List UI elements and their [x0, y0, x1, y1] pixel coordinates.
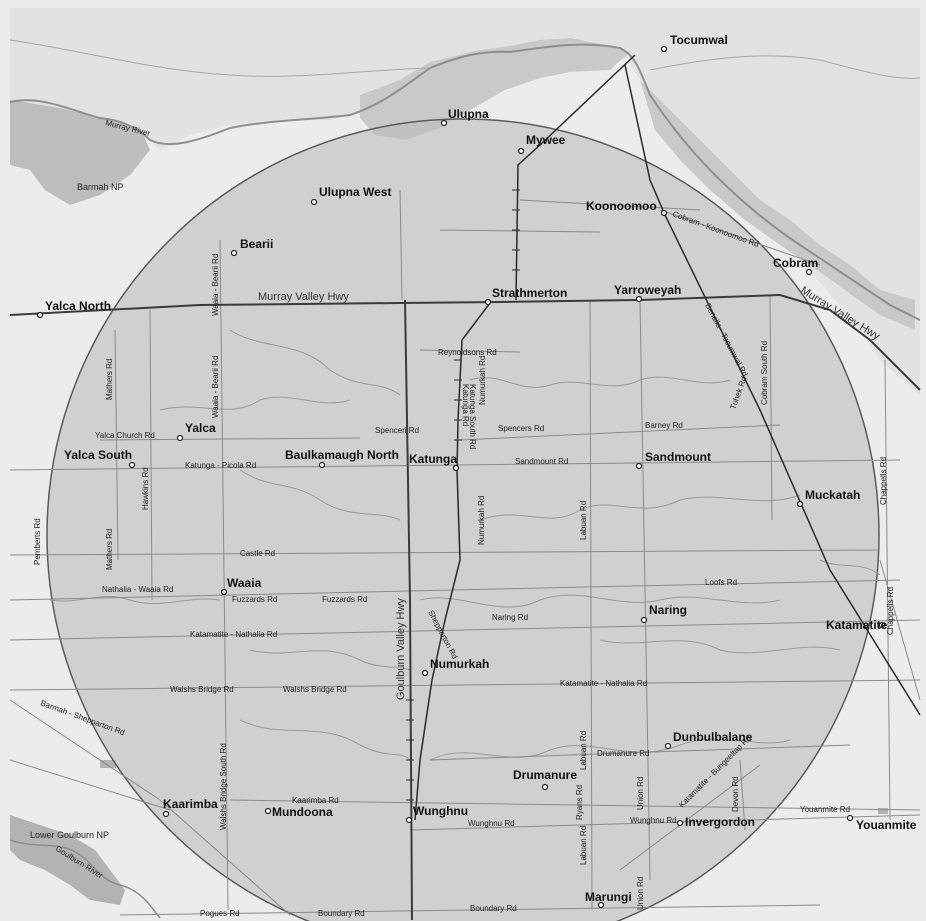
road-label: Spencers Rd [498, 424, 544, 433]
town-label: Yalca South [64, 448, 132, 462]
road-label: Katamatite - Nathalia Rd [560, 679, 647, 688]
park-label: Barmah NP [77, 182, 124, 192]
town-label: Yalca North [45, 299, 111, 313]
town-label: Mundoona [272, 805, 333, 819]
cobram-forest [640, 80, 915, 330]
murray-river [9, 43, 921, 321]
town-label: Drumanure [513, 768, 577, 782]
road-label: Pogues Rd [200, 909, 240, 918]
forest-patch [878, 808, 888, 814]
road-label: Union Rd [636, 877, 645, 910]
road-label: Devon Rd [731, 776, 740, 812]
river-branch [9, 39, 431, 77]
town-label: Naring [649, 603, 687, 617]
road-label: Chappells Rd [886, 587, 895, 635]
town-label: Invergordon [685, 815, 755, 829]
rail-ticks [406, 189, 520, 801]
road-label: Youanmite Rd [800, 805, 850, 814]
town-label: Ulupna [448, 107, 489, 121]
town-label: Marungi [585, 890, 632, 904]
road-label: Union Rd [636, 777, 645, 810]
ulupna-forest [360, 38, 630, 140]
town-label: Koonoomoo [586, 199, 657, 213]
town-label: Strathmerton [492, 286, 567, 300]
road-label: Boundary Rd [470, 904, 517, 913]
road-label: Yalca Church Rd [95, 431, 155, 440]
town-label: Sandmount [645, 450, 711, 464]
town-label: Dunbulbalane [673, 730, 753, 744]
town-label: Katunga [409, 452, 457, 466]
road-label: Kaarimba Rd [292, 796, 339, 805]
road-label: Ryans Rd [575, 785, 584, 820]
town-label: Cobram [773, 256, 818, 270]
road-label: Labuan Rd [579, 501, 588, 540]
road-label: Cobram South Rd [760, 341, 769, 405]
road-label: Fuzzards Rd [232, 595, 277, 604]
road-label: Castle Rd [240, 549, 275, 558]
road-label: Spenceri Rd [375, 426, 419, 435]
park-label: Lower Goulburn NP [30, 830, 109, 840]
creeks [49, 329, 881, 761]
road-label: Waaia - Bearii Rd [211, 356, 220, 418]
town-label: Ulupna West [319, 185, 391, 199]
town-markers [36, 45, 886, 909]
highway-label: Murray Valley Hwy [258, 291, 349, 303]
town-label: Yalca [185, 421, 216, 435]
road-label: Nathalia - Waaia Rd [102, 585, 173, 594]
road-label: Wunghnu Rd [468, 819, 515, 828]
road-label: Fuzzards Rd [322, 595, 367, 604]
town-label: Waaia [227, 576, 262, 590]
town-label: Numurkah [430, 657, 489, 671]
road-label: Mathers Rd [105, 529, 114, 570]
town-label: Mywee [526, 133, 566, 147]
road-label: Labuan Rd [579, 731, 588, 770]
town-label: Wunghnu [413, 804, 468, 818]
town-label: Yarroweyah [614, 283, 681, 297]
road-label: Sandmount Rd [515, 457, 568, 466]
road-label: Reynoldsons Rd [438, 348, 497, 357]
town-label: Baulkamaugh North [285, 448, 399, 462]
road-label: Pemberts Rd [33, 518, 42, 565]
highway-label: Goulburn Valley Hwy [395, 598, 407, 700]
road-label: Wunghnu Rd [630, 816, 677, 825]
town-label: Katamatite [826, 618, 888, 632]
buffer-zone [46, 118, 880, 921]
road-label: Chappells Rd [879, 457, 888, 505]
road-label: Labuan Rd [579, 826, 588, 865]
road-label: Katunga Rd [461, 384, 470, 426]
road-label: Walshs Bridge South Rd [219, 743, 228, 830]
road-label: Walshs Bridge Rd [170, 685, 234, 694]
river-branch [649, 55, 921, 79]
nsw-region [10, 8, 920, 395]
town-label: Youanmite [856, 818, 917, 832]
road-label: Loofs Rd [705, 578, 737, 587]
railways [414, 54, 921, 821]
road-label: Mathers Rd [105, 359, 114, 400]
road-label: Naring Rd [492, 613, 528, 622]
forest-patch [100, 760, 116, 768]
road-label: Barney Rd [645, 421, 683, 430]
lower-goulburn-forest [10, 815, 125, 905]
road-label: Boundary Rd [318, 909, 365, 918]
road-label: Numurkah Rd [478, 356, 487, 405]
road-label: Walshs Bridge Rd [283, 685, 347, 694]
barmah-forest [10, 100, 150, 205]
road-label: Waaia - Bearii Rd [211, 254, 220, 316]
road-label: Katunga South Rd [468, 384, 477, 449]
road-label: Hawkins Rd [141, 467, 150, 510]
road-label: Katamatite - Nathalia Rd [190, 630, 277, 639]
road-label: Numurkah Rd [477, 496, 486, 545]
road-label: Drumanure Rd [597, 749, 649, 758]
town-label: Muckatah [805, 488, 860, 502]
road-label: Katunga - Picola Rd [185, 461, 256, 470]
minor-roads [9, 189, 921, 916]
goulburn-river [9, 839, 161, 919]
town-label: Kaarimba [163, 797, 218, 811]
town-label: Tocumwal [670, 33, 728, 47]
town-label: Bearii [240, 237, 273, 251]
